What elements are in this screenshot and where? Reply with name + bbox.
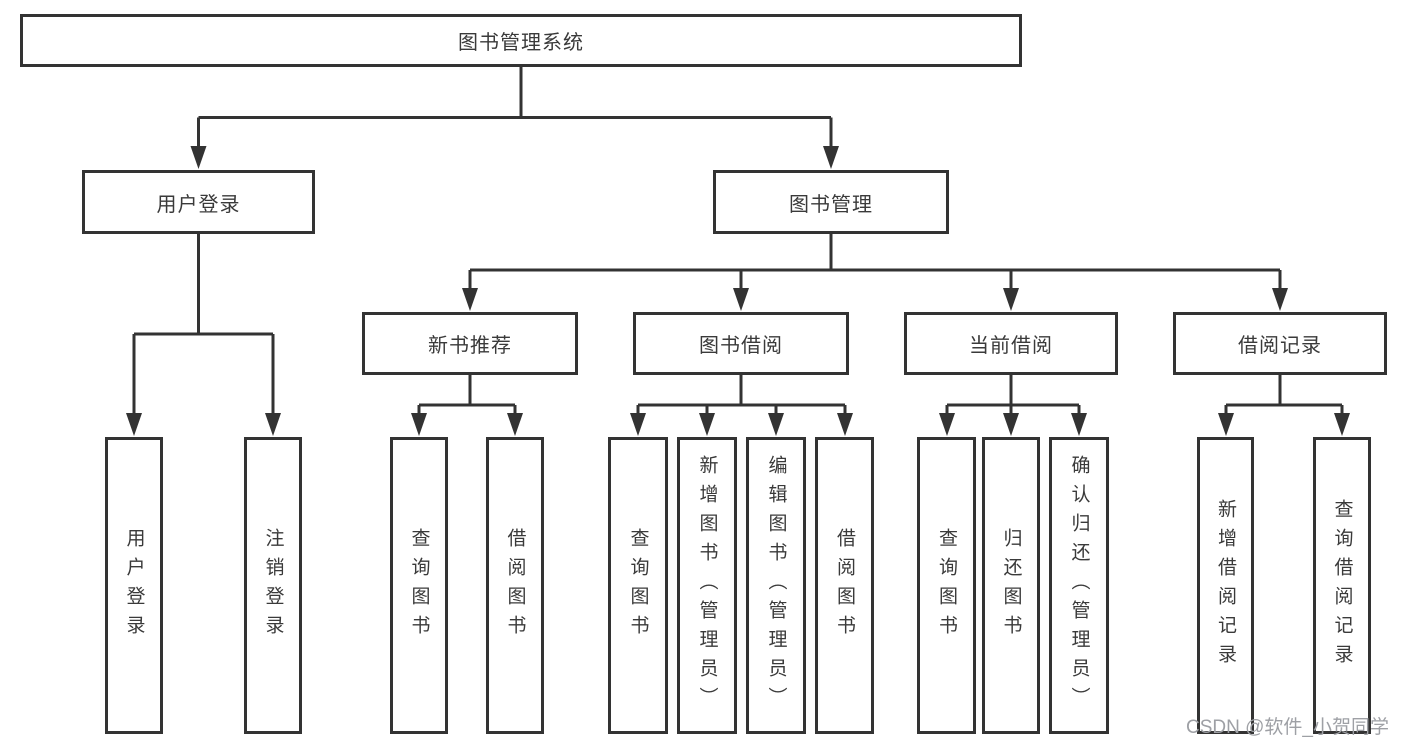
- node-label: 编辑图书（管理员）: [765, 455, 787, 716]
- node-label: 查询图书: [936, 527, 957, 644]
- csdn-watermark: CSDN @软件_小贺同学: [1186, 717, 1389, 738]
- node-leaf-add-books-admin: 新增图书（管理员）: [677, 437, 737, 734]
- node-label: 图书借阅: [699, 335, 783, 357]
- node-leaf-confirm-return-admin: 确认归还（管理员）: [1049, 437, 1109, 734]
- node-leaf-add-borrow-record: 新增借阅记录: [1197, 437, 1254, 734]
- node-label: 注销登录: [262, 527, 284, 644]
- node-leaf-query-borrow-record: 查询借阅记录: [1313, 437, 1371, 734]
- node-book-management: 图书管理: [713, 170, 949, 234]
- node-label: 借阅记录: [1238, 335, 1322, 357]
- node-label: 确认归还（管理员）: [1068, 455, 1090, 716]
- node-leaf-query-books-recommend: 查询图书: [390, 437, 448, 734]
- node-label: 新增图书（管理员）: [696, 455, 718, 716]
- node-leaf-user-login: 用户登录: [105, 437, 163, 734]
- node-root-system: 图书管理系统: [20, 14, 1022, 67]
- node-label: 用户登录: [156, 193, 241, 216]
- node-label: 查询图书: [408, 527, 430, 644]
- node-leaf-query-books-borrowing: 查询图书: [608, 437, 668, 734]
- node-borrowing-records: 借阅记录: [1173, 312, 1387, 375]
- node-leaf-edit-books-admin: 编辑图书（管理员）: [746, 437, 806, 734]
- node-leaf-logout: 注销登录: [244, 437, 302, 734]
- node-label: 查询借阅记录: [1331, 498, 1353, 673]
- node-current-borrowing: 当前借阅: [904, 312, 1118, 375]
- node-label: 查询图书: [627, 527, 649, 644]
- arrowhead-icons: [126, 146, 1350, 436]
- node-label: 用户登录: [123, 527, 145, 644]
- node-new-book-recommendation: 新书推荐: [362, 312, 578, 375]
- node-book-borrowing: 图书借阅: [633, 312, 849, 375]
- node-label: 借阅图书: [504, 527, 526, 644]
- node-leaf-borrow-books-recommend: 借阅图书: [486, 437, 544, 734]
- node-leaf-return-books: 归还图书: [982, 437, 1040, 734]
- node-label: 图书管理: [789, 193, 873, 216]
- node-label: 图书管理系统: [458, 32, 584, 54]
- node-label: 当前借阅: [969, 335, 1053, 357]
- node-leaf-query-books-current: 查询图书: [917, 437, 976, 734]
- node-user-login: 用户登录: [82, 170, 315, 234]
- node-label: 借阅图书: [834, 527, 855, 644]
- node-leaf-borrow-books: 借阅图书: [815, 437, 874, 734]
- node-label: 归还图书: [1000, 527, 1022, 644]
- node-label: 新书推荐: [428, 335, 512, 357]
- node-label: 新增借阅记录: [1215, 498, 1236, 673]
